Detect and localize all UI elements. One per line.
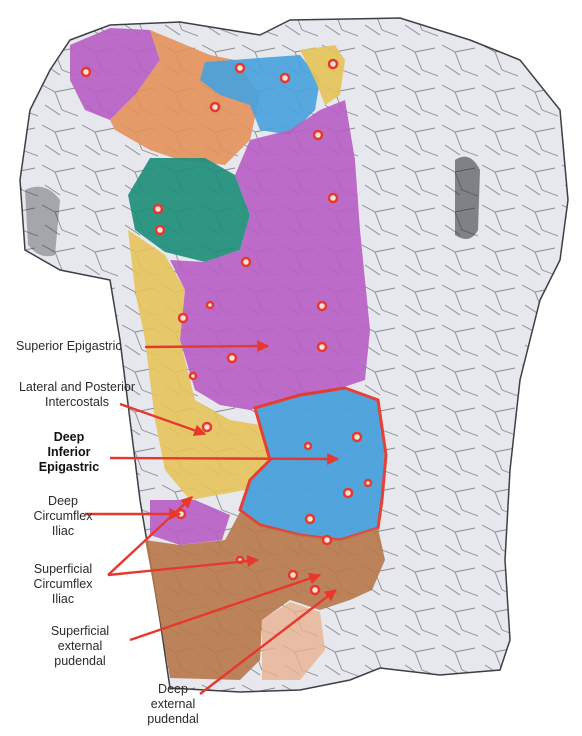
label-line: Circumflex [20, 577, 106, 592]
label-line: Epigastric [30, 460, 108, 475]
label-line: Intercostals [8, 395, 146, 410]
label-line: Inferior [30, 445, 108, 460]
label-line: external [40, 639, 120, 654]
label-superficial-external-pudendal: Superficial external pudendal [40, 624, 120, 669]
label-lateral-posterior-intercostals: Lateral and Posterior Intercostals [8, 380, 146, 410]
label-line: Iliac [20, 592, 106, 607]
angiosome-regions [70, 28, 386, 680]
label-line: pudendal [138, 712, 208, 727]
label-text: Superior Epigastric [16, 339, 122, 353]
label-deep-circumflex-iliac: Deep Circumflex Iliac [28, 494, 98, 539]
arrow-superior-epigastric [145, 346, 268, 347]
label-deep-external-pudendal: Deep external pudendal [138, 682, 208, 727]
label-line: Circumflex [28, 509, 98, 524]
label-line: Deep [30, 430, 108, 445]
label-deep-inferior-epigastric: Deep Inferior Epigastric [30, 430, 108, 475]
label-line: Superficial [20, 562, 106, 577]
label-line: pudendal [40, 654, 120, 669]
arrow-deep-inferior-epigastric [110, 458, 338, 459]
label-line: Lateral and Posterior [8, 380, 146, 395]
label-line: external [138, 697, 208, 712]
label-line: Deep [138, 682, 208, 697]
label-line: Deep [28, 494, 98, 509]
label-superior-epigastric: Superior Epigastric [16, 339, 122, 354]
label-line: Superficial [40, 624, 120, 639]
label-superficial-circumflex-iliac: Superficial Circumflex Iliac [20, 562, 106, 607]
label-line: Iliac [28, 524, 98, 539]
